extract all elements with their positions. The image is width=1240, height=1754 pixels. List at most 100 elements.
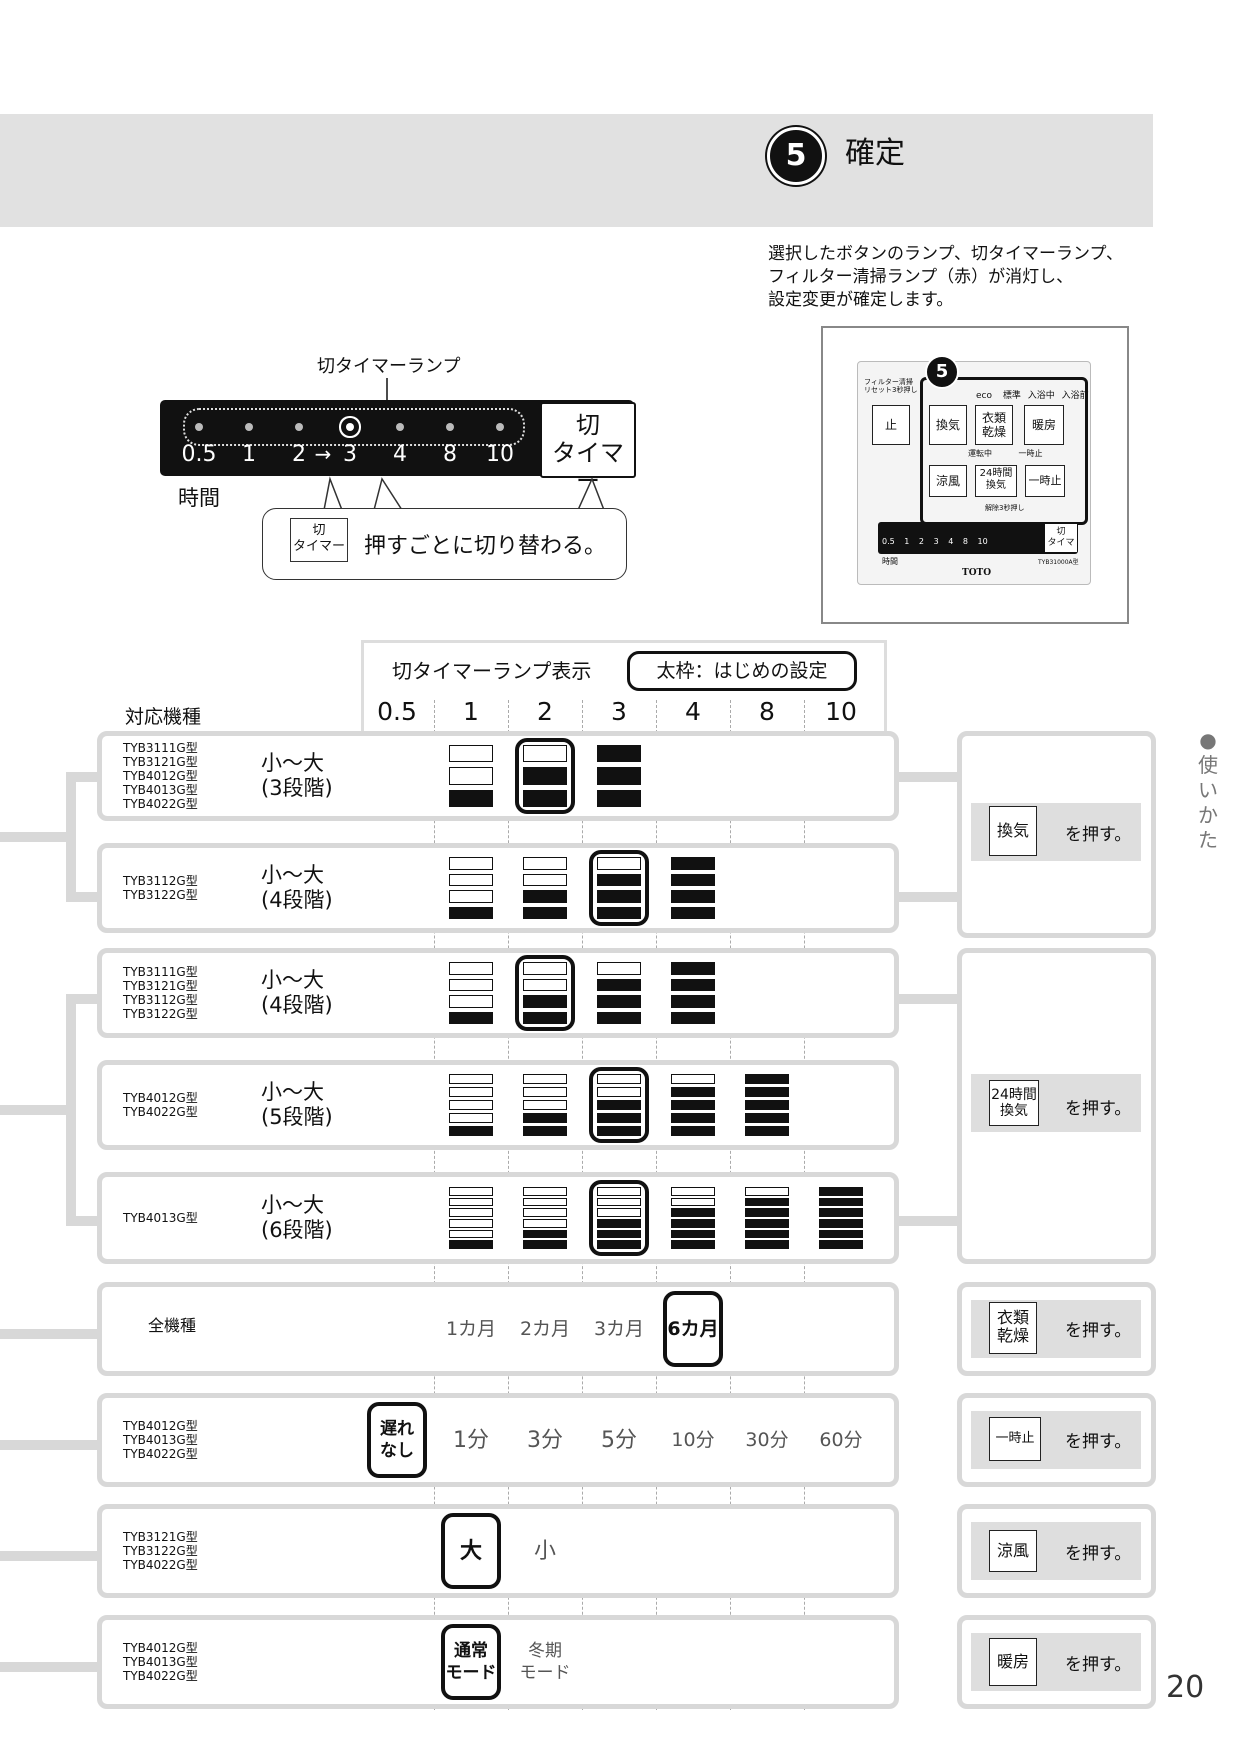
lamp-bar-on [745, 1100, 789, 1110]
model-name: TYB4012G型 [123, 1419, 198, 1433]
option-line: 大 [459, 1538, 482, 1564]
model-name: TYB4022G型 [123, 1105, 198, 1119]
option-line: 1分 [453, 1427, 489, 1453]
filter-reset-label: フィルター清掃 リセット3秒押し [864, 378, 917, 394]
level-line: 小〜大 [261, 1080, 324, 1104]
side-char: い [1198, 778, 1218, 802]
brand-logo: TOTO [962, 568, 992, 578]
lamp-bar-off [449, 1219, 493, 1228]
column-header: 4 [685, 697, 701, 726]
lamp-bar-on [523, 1229, 567, 1239]
off-timer-button-small: 切 タイマー [290, 518, 348, 562]
remote-text: 乾燥 [981, 425, 1006, 439]
connector [0, 1329, 100, 1339]
table-header-title: 切タイマーランプ表示 [392, 659, 592, 683]
lamp-bar-on [819, 1197, 863, 1207]
lamp-bar-on [745, 1208, 789, 1217]
remote-text: タイマー [1047, 538, 1075, 559]
remote-top-labels: eco 標準 入浴中 入浴前 [976, 388, 1089, 401]
lamp-bar-on [671, 1100, 715, 1110]
option-value: 1カ月 [435, 1317, 507, 1341]
lamp-bar-off [449, 890, 493, 903]
cool-button[interactable]: 涼風 [929, 465, 967, 497]
hour-label: 8 [443, 442, 457, 467]
column-header: 3 [611, 697, 627, 726]
lamp-bar-off [523, 978, 567, 991]
column-header: 2 [537, 697, 553, 726]
lamp-bar-on [671, 1240, 715, 1249]
remote-text: フィルター清掃 [864, 378, 913, 386]
remote-text: 2 [918, 537, 925, 546]
initial-setting-frame [589, 850, 649, 926]
fan-levels: 小〜大(4段階) [261, 968, 333, 1018]
step-title: 確定 [845, 136, 905, 171]
hour-label: 0.5 [181, 442, 217, 467]
lamp-bar-off [449, 995, 493, 1008]
lamp-bar-off [449, 978, 493, 991]
setting-row [97, 1172, 899, 1264]
fan-levels: 小〜大(3段階) [261, 751, 333, 801]
level-line: 小〜大 [261, 968, 324, 992]
lamp-bar-on [597, 1219, 641, 1228]
side-char: か [1198, 803, 1218, 827]
lamp-bar-off [523, 1074, 567, 1084]
lamp-bar-on [449, 1240, 493, 1249]
side-char: ● [1199, 728, 1217, 752]
model-name: TYB4022G型 [123, 1558, 198, 1572]
lamp-bar-off [449, 857, 493, 870]
heat-button[interactable]: 暖房 [1024, 405, 1064, 445]
model-name: TYB4022G型 [123, 1447, 198, 1461]
lamp-bar-off [523, 1208, 567, 1217]
remote-text: 10 [977, 537, 988, 546]
model-name: TYB3121G型 [123, 755, 198, 769]
lamp-dot [195, 423, 203, 431]
option-value: 5分 [583, 1427, 655, 1454]
option-value: 2カ月 [509, 1317, 581, 1341]
section-side-label: ● 使 い か た [1196, 728, 1220, 853]
lamp-bar-off [523, 1219, 567, 1228]
vent24-button[interactable]: 24時間換気 [975, 465, 1017, 497]
option-value: 小 [509, 1538, 581, 1565]
connector [0, 1662, 100, 1672]
bubble-pointers [323, 476, 605, 511]
level-line: 小〜大 [261, 1193, 324, 1217]
lamp-bar-off [449, 1074, 493, 1084]
timer-lamp-label: 切タイマーランプ [317, 356, 461, 377]
remote-text: 運転中 [968, 449, 992, 458]
clothes-dry-button[interactable]: 衣類乾燥 [975, 405, 1013, 445]
stop-button[interactable]: 止 [872, 405, 910, 445]
initial-setting-frame [515, 955, 575, 1031]
setting-row [97, 843, 899, 933]
pause-button[interactable]: 一時止 [1025, 465, 1065, 497]
remote-timer-button[interactable]: 切タイマー [1045, 524, 1077, 559]
lamp-dot [295, 423, 303, 431]
lamp-bar-on [523, 789, 567, 807]
action-text: を押す。 [1065, 1321, 1132, 1341]
button-line: 24時間 [991, 1087, 1037, 1103]
column-header: 10 [825, 697, 857, 726]
option-line: 通常 [454, 1641, 488, 1661]
button-line: 乾燥 [996, 1326, 1029, 1345]
model-name: TYB4012G型 [123, 1091, 198, 1105]
lamp-bar-on [523, 1113, 567, 1123]
remote-text: 0.5 [882, 537, 895, 546]
remote-text: リセット3秒押し [864, 386, 918, 394]
lamp-bar-off [597, 1074, 641, 1084]
fan-levels: 小〜大(6段階) [261, 1193, 333, 1243]
connector [895, 1216, 959, 1226]
lamp-bar-off [523, 1100, 567, 1110]
vent-button[interactable]: 換気 [929, 405, 967, 445]
off-timer-button[interactable]: 切 タイマー [540, 402, 636, 495]
option-value: 6カ月 [657, 1317, 729, 1341]
option-line: 小 [533, 1538, 556, 1564]
remote-text: 標準 [1002, 391, 1021, 401]
lamp-bar-off [523, 962, 567, 975]
remote-timer-strip [878, 522, 1078, 554]
side-char: た [1198, 828, 1218, 852]
lamp-bar-off [597, 962, 641, 975]
level-line: (4段階) [261, 888, 333, 912]
remote-text: 衣類 [981, 411, 1006, 425]
lamp-bar-off [597, 1208, 641, 1217]
option-value: 10分 [657, 1428, 729, 1452]
